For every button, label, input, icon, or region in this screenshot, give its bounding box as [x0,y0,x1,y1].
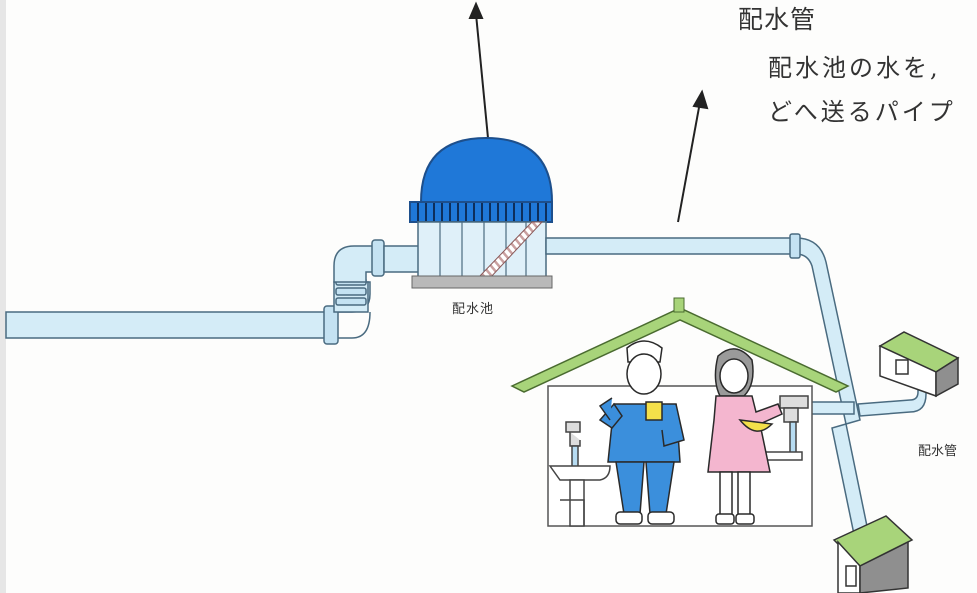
left-sink [548,421,611,527]
diagram-title: 配水管 [738,5,817,34]
inlet-pipe [5,239,421,345]
description-line-2: どへ送るパイプ [768,98,956,126]
arrow-to-pipe-label [677,89,709,223]
pipe-label: 配水管 [918,444,958,459]
distribution-tank [409,136,554,289]
description-line-1: 配水池の水を, [768,54,941,82]
small-house-top [878,331,960,398]
man-figure [598,340,685,525]
woman-figure [707,348,783,525]
page-edge [0,0,6,593]
tank-label: 配水池 [452,302,495,317]
arrow-to-tank-label [468,1,489,139]
small-house-bottom [832,515,914,593]
